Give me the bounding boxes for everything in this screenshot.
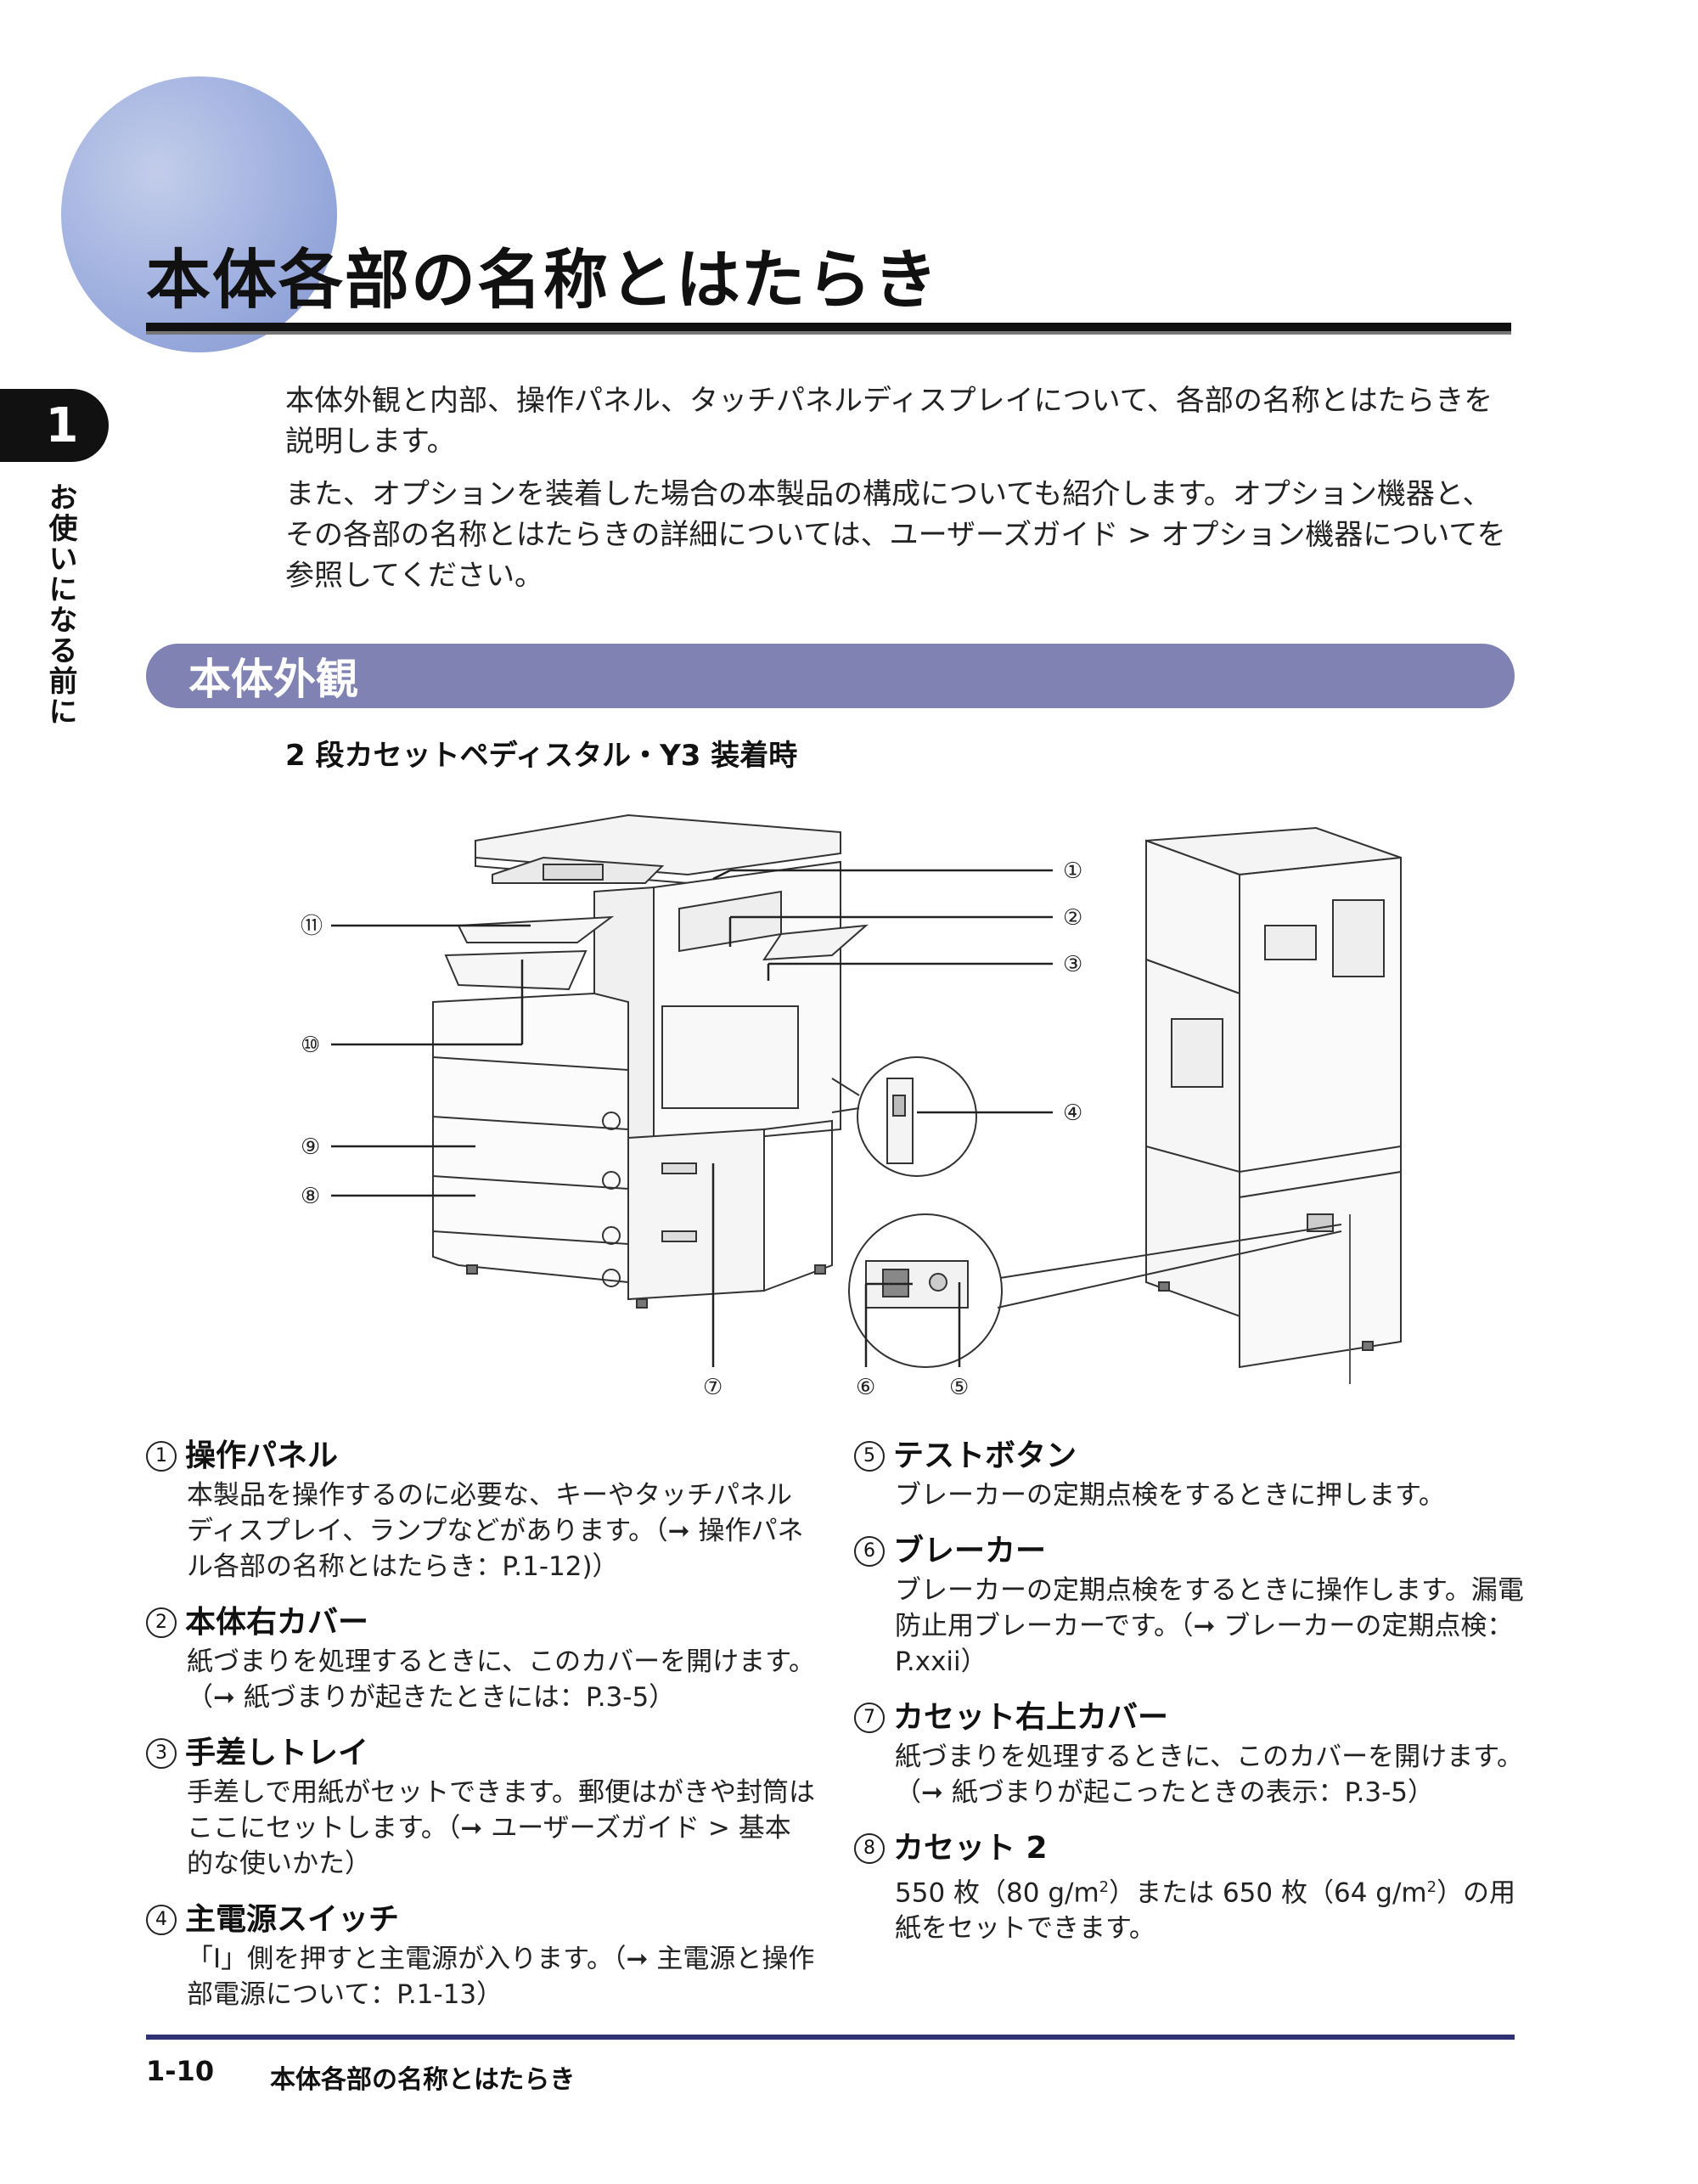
callout-11: ⑪ [301,914,323,939]
item-description: 550 枚（80 g/m2）または 650 枚（64 g/m2）の用紙をセットで… [854,1870,1525,1946]
item-number: 5 [854,1441,885,1472]
chapter-number: 1 [45,397,79,453]
item-hand-tray: 3 手差しトレイ 手差しで用紙がセットできます。郵便はがきや封筒はここにセットしま… [146,1732,817,1882]
superscript: 2 [1099,1878,1110,1896]
item-description: ブレーカーの定期点検をするときに操作します。漏電防止用ブレーカーです。（➞ ブレ… [895,1575,1524,1677]
section-header: 本体外観 [146,644,1515,708]
callout-9: ⑨ [301,1134,320,1160]
footer-page-number: 1-10 [146,2055,215,2087]
chapter-tab: 1 [0,389,109,462]
callout-4: ④ [1063,1100,1082,1126]
callout-2: ② [1063,905,1082,931]
intro-paragraph-2: また、オプションを装着した場合の本製品の構成についても紹介します。オプション機器… [285,477,1506,593]
item-cassette-upper-right-cover: 7 カセット右上カバー 紙づまりを処理するときに、このカバーを開けます。（➞ 紙づ… [854,1697,1525,1810]
chapter-label: お使いになる前に [43,482,77,727]
desc-part: 550 枚（80 g/m [895,1877,1099,1909]
callout-6: ⑥ [856,1375,875,1400]
footer-rule [146,2035,1515,2040]
callout-10: ⑩ [301,1033,320,1058]
item-breaker: 6 ブレーカー ブレーカーの定期点検をするときに操作します。漏電防止用ブレーカーで… [854,1530,1525,1680]
item-right-cover: 2 本体右カバー 紙づまりを処理するときに、このカバーを開けます。（➞ 紙づまりが… [146,1601,817,1715]
callout-8: ⑧ [301,1184,320,1209]
copier-illustration: ① ② ③ ④ ⑤ ⑥ ⑦ ⑧ ⑨ ⑩ ⑪ [301,813,1402,1400]
callout-3: ③ [1063,952,1082,977]
page-title: 本体各部の名称とはたらき [146,242,940,318]
section-title: 本体外観 [188,655,358,704]
item-title: 主電源スイッチ [185,1902,400,1937]
item-list-left: 1 操作パネル 本製品を操作するのに必要な、キーやタッチパネルディスプレイ、ランプ… [146,1435,817,2029]
item-description: 手差しで用紙がセットできます。郵便はがきや封筒はここにセットします。（➞ ユーザ… [187,1777,815,1879]
item-number: 3 [146,1738,177,1769]
item-description: 紙づまりを処理するときに、このカバーを開けます。（➞ 紙づまりが起きたときには：… [187,1646,815,1713]
item-operation-panel: 1 操作パネル 本製品を操作するのに必要な、キーやタッチパネルディスプレイ、ランプ… [146,1435,817,1585]
item-title: 本体右カバー [185,1605,369,1640]
desc-part: ）または 650 枚（64 g/m [1109,1877,1427,1909]
item-number: 2 [146,1607,177,1638]
intro-paragraph-1: 本体外観と内部、操作パネル、タッチパネルディスプレイについて、各部の名称とはたら… [285,384,1493,459]
item-description: ブレーカーの定期点検をするときに押します。 [895,1480,1445,1511]
callout-1: ① [1063,858,1082,884]
item-number: 4 [146,1905,177,1935]
item-number: 6 [854,1536,885,1567]
decorative-circle [61,76,337,352]
item-title: カセット右上カバー [893,1700,1169,1735]
figure-subheading: 2 段カセットペディスタル・Y3 装着時 [285,739,798,773]
item-title: ブレーカー [893,1534,1047,1568]
item-main-power-switch: 4 主電源スイッチ 「I」側を押すと主電源が入ります。（➞ 主電源と操作部電源につ… [146,1899,817,2012]
item-description: 「I」側を押すと主電源が入ります。（➞ 主電源と操作部電源について：P.1-13… [187,1944,815,2010]
item-title: カセット 2 [893,1831,1048,1866]
desc-part: ）の用紙をセットできます。 [895,1877,1516,1945]
item-title: テストボタン [893,1438,1077,1473]
footer-page-title: 本体各部の名称とはたらき [270,2065,576,2095]
superscript: 2 [1426,1878,1437,1896]
item-number: 7 [854,1703,885,1733]
item-number: 8 [854,1833,885,1864]
item-title: 手差しトレイ [185,1736,369,1770]
title-underline [146,323,1511,335]
item-number: 1 [146,1441,177,1472]
item-list-right: 5 テストボタン ブレーカーの定期点検をするときに押します。 6 ブレーカー ブレー… [854,1435,1525,1963]
callout-7: ⑦ [703,1375,722,1400]
callout-5: ⑤ [949,1375,969,1400]
item-title: 操作パネル [185,1438,339,1473]
item-description: 紙づまりを処理するときに、このカバーを開けます。（➞ 紙づまりが起こったときの表… [895,1742,1523,1808]
item-test-button: 5 テストボタン ブレーカーの定期点検をするときに押します。 [854,1435,1525,1513]
item-description: 本製品を操作するのに必要な、キーやタッチパネルディスプレイ、ランプなどがあります… [187,1480,804,1582]
